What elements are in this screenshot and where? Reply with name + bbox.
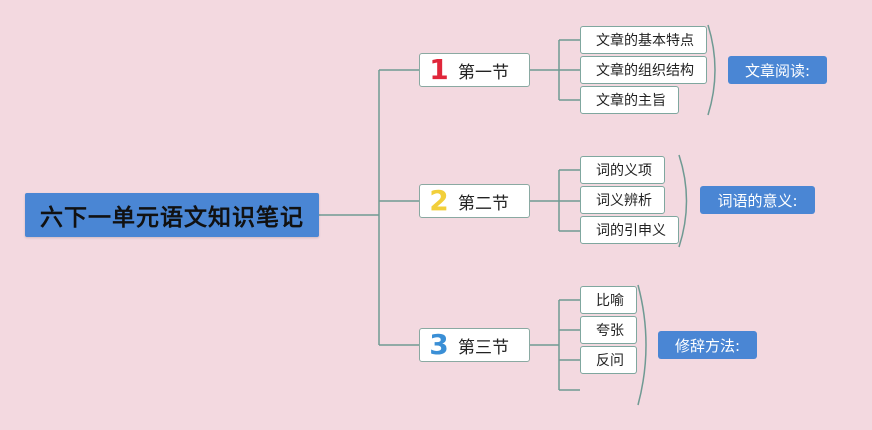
tag-word-meaning[interactable]: 词语的意义:	[700, 186, 815, 214]
tag-rhetoric[interactable]: 修辞方法:	[658, 331, 757, 359]
number-3-icon: 3	[429, 328, 449, 361]
section-2-node[interactable]: 2 第二节	[419, 184, 530, 218]
section-2-label: 第二节	[458, 193, 509, 214]
number-1-icon: 1	[429, 53, 449, 86]
section-1-label: 第一节	[458, 62, 509, 83]
section-3-label: 第三节	[458, 337, 509, 358]
leaf-exaggeration[interactable]: 夸张	[580, 316, 637, 344]
tag-reading[interactable]: 文章阅读:	[728, 56, 827, 84]
number-2-icon: 2	[429, 184, 449, 217]
leaf-word-senses[interactable]: 词的义项	[580, 156, 665, 184]
section-3-node[interactable]: 3 第三节	[419, 328, 530, 362]
section-1-node[interactable]: 1 第一节	[419, 53, 530, 87]
leaf-structure[interactable]: 文章的组织结构	[580, 56, 707, 84]
leaf-meaning-analysis[interactable]: 词义辨析	[580, 186, 665, 214]
root-topic[interactable]: 六下一单元语文知识笔记	[25, 193, 319, 237]
leaf-basic-features[interactable]: 文章的基本特点	[580, 26, 707, 54]
leaf-main-idea[interactable]: 文章的主旨	[580, 86, 679, 114]
leaf-metaphor[interactable]: 比喻	[580, 286, 637, 314]
leaf-rhetorical-question[interactable]: 反问	[580, 346, 637, 374]
leaf-extended-meaning[interactable]: 词的引申义	[580, 216, 679, 244]
